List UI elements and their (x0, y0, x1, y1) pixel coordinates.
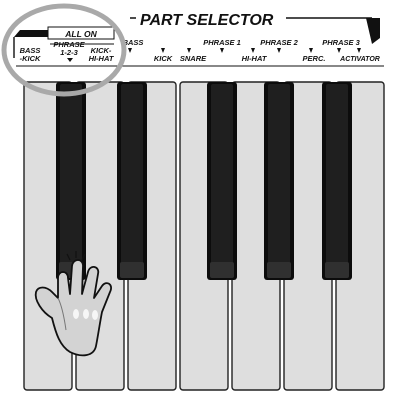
bass-kick-label-line2: -KICK (20, 54, 41, 63)
phrase-nums-label: 1-2-3 (60, 48, 78, 57)
right-flag (366, 18, 380, 44)
left-flag (14, 30, 52, 37)
black-key-2[interactable] (117, 82, 147, 280)
black-key-1[interactable] (56, 82, 86, 280)
black-key-4[interactable] (264, 82, 294, 280)
black-key-3[interactable] (207, 82, 237, 280)
label-kick: KICK (154, 54, 173, 63)
label-phrase1: PHRASE 1 (203, 38, 241, 47)
part-selector-title: PART SELECTOR (140, 12, 274, 29)
label-phrase3: PHRASE 3 (322, 38, 360, 47)
label-activator: ACTIVATOR (339, 56, 380, 63)
all-on-label: ALL ON (64, 29, 97, 39)
label-hihat: HI-HAT (242, 54, 268, 63)
label-perc: PERC. (303, 54, 326, 63)
label-snare: SNARE (180, 54, 207, 63)
part-selector-header: PART SELECTOR ALL ON PHRASE 1-2-3 BASS -… (14, 8, 384, 66)
label-phrase2: PHRASE 2 (260, 38, 298, 47)
kick-hihat-label-line2: HI-HAT (89, 54, 115, 63)
black-key-5[interactable] (322, 82, 352, 280)
